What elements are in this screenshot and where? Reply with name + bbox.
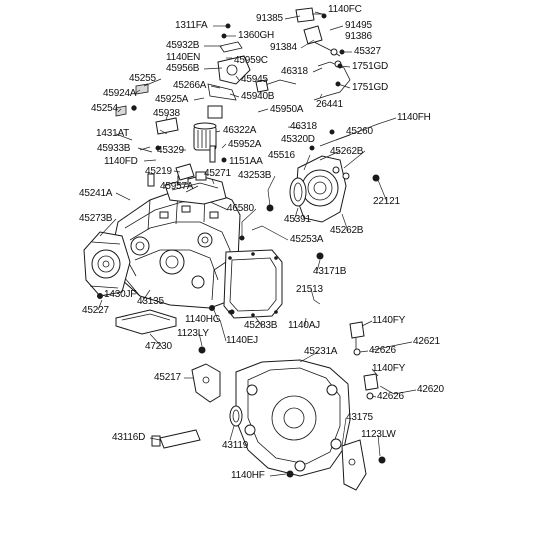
- label-45266A: 45266A: [173, 80, 207, 91]
- label-45254: 45254: [91, 103, 118, 114]
- label-45320D: 45320D: [281, 134, 315, 145]
- label-45925A: 45925A: [155, 94, 189, 105]
- label-1140HG: 1140HG: [185, 314, 221, 325]
- label-45227: 45227: [82, 305, 109, 316]
- label-45950A: 45950A: [270, 104, 304, 115]
- converter-housing: [235, 359, 351, 477]
- label-1140FC: 1140FC: [328, 4, 362, 15]
- label-45940B: 45940B: [241, 91, 275, 102]
- label-45938: 45938: [153, 108, 180, 119]
- oil-filter-screen: [115, 309, 177, 335]
- label-1140FY-bottom: 1140FY: [372, 363, 406, 374]
- label-91386: 91386: [345, 31, 372, 42]
- label-45271: 45271: [204, 168, 231, 179]
- detent-parts: [115, 83, 195, 187]
- leader-lines: [97, 11, 417, 477]
- label-91495: 91495: [345, 20, 372, 31]
- label-91385: 91385: [256, 13, 283, 24]
- label-43119: 43119: [222, 440, 249, 451]
- label-45255: 45255: [129, 73, 156, 84]
- front-cover: [83, 231, 131, 297]
- label-46322A: 46322A: [223, 125, 257, 136]
- label-46580: 46580: [227, 203, 254, 214]
- label-43175: 43175: [346, 412, 373, 423]
- oil-pump: [289, 155, 350, 223]
- label-43116D: 43116D: [112, 432, 146, 443]
- label-46318-top: 46318: [281, 66, 308, 77]
- fasteners: [97, 13, 386, 478]
- label-42626-top: 42626: [369, 345, 396, 356]
- label-1431AT: 1431AT: [96, 128, 130, 139]
- label-45952A: 45952A: [228, 139, 262, 150]
- label-1140HF: 1140HF: [231, 470, 265, 481]
- solenoid-block: [207, 41, 251, 101]
- label-45217: 45217: [154, 372, 181, 383]
- oil-filter: [193, 105, 223, 163]
- label-45260: 45260: [346, 126, 373, 137]
- label-1140FD: 1140FD: [104, 156, 138, 167]
- label-45327: 45327: [354, 46, 381, 57]
- label-21513: 21513: [296, 284, 323, 295]
- label-45329: 45329: [157, 145, 184, 156]
- label-1140FH: 1140FH: [397, 112, 431, 123]
- seal-43119: [229, 405, 243, 427]
- label-1140FY-top: 1140FY: [372, 315, 406, 326]
- speed-sensors: [349, 321, 379, 400]
- label-45516: 45516: [268, 150, 295, 161]
- label-1140AJ: 1140AJ: [288, 320, 320, 331]
- label-1430JF: 1430JF: [104, 289, 137, 300]
- label-1751GD-bottom: 1751GD: [352, 82, 389, 93]
- label-45219: 45219: [145, 166, 172, 177]
- label-1123LY: 1123LY: [177, 328, 209, 339]
- label-22121: 22121: [373, 196, 400, 207]
- label-45241A: 45241A: [79, 188, 113, 199]
- label-26441: 26441: [316, 99, 343, 110]
- label-45231A: 45231A: [304, 346, 338, 357]
- label-45283B: 45283B: [244, 320, 278, 331]
- label-45959C: 45959C: [234, 55, 268, 66]
- label-45924A: 45924A: [103, 88, 137, 99]
- label-45956B: 45956B: [166, 63, 200, 74]
- label-46318-mid: 46318: [290, 121, 317, 132]
- label-1151AA: 1151AA: [229, 156, 263, 167]
- label-45262B-top: 45262B: [330, 146, 364, 157]
- mount-bracket: [191, 363, 221, 403]
- label-1751GD-top: 1751GD: [352, 61, 389, 72]
- oil-pan: [223, 249, 283, 319]
- shift-cable-bracket: [255, 7, 351, 101]
- label-45933B: 45933B: [97, 143, 131, 154]
- label-45253A: 45253A: [290, 234, 324, 245]
- label-43135: 43135: [137, 296, 164, 307]
- bracket-43175: [341, 439, 367, 491]
- label-45391: 45391: [284, 214, 311, 225]
- label-1311FA: 1311FA: [175, 20, 208, 31]
- label-47230: 47230: [145, 341, 172, 352]
- label-1140EJ: 1140EJ: [226, 335, 258, 346]
- label-42626-bottom: 42626: [377, 391, 404, 402]
- label-43253B: 43253B: [238, 170, 272, 181]
- label-43171B: 43171B: [313, 266, 347, 277]
- label-91384: 91384: [270, 42, 297, 53]
- label-45273B: 45273B: [79, 213, 113, 224]
- sealant-tube: [151, 429, 201, 449]
- label-45945: 45945: [241, 74, 268, 85]
- label-45957A: 45957A: [160, 181, 194, 192]
- label-1140EN: 1140EN: [166, 52, 201, 63]
- label-42620: 42620: [417, 384, 444, 395]
- label-1360GH: 1360GH: [238, 30, 275, 41]
- transaxle-case: [111, 187, 241, 309]
- label-1123LW: 1123LW: [361, 429, 396, 440]
- valve-body: [164, 171, 227, 205]
- label-42621: 42621: [413, 336, 440, 347]
- label-45262B-bottom: 45262B: [330, 225, 364, 236]
- label-45932B: 45932B: [166, 40, 200, 51]
